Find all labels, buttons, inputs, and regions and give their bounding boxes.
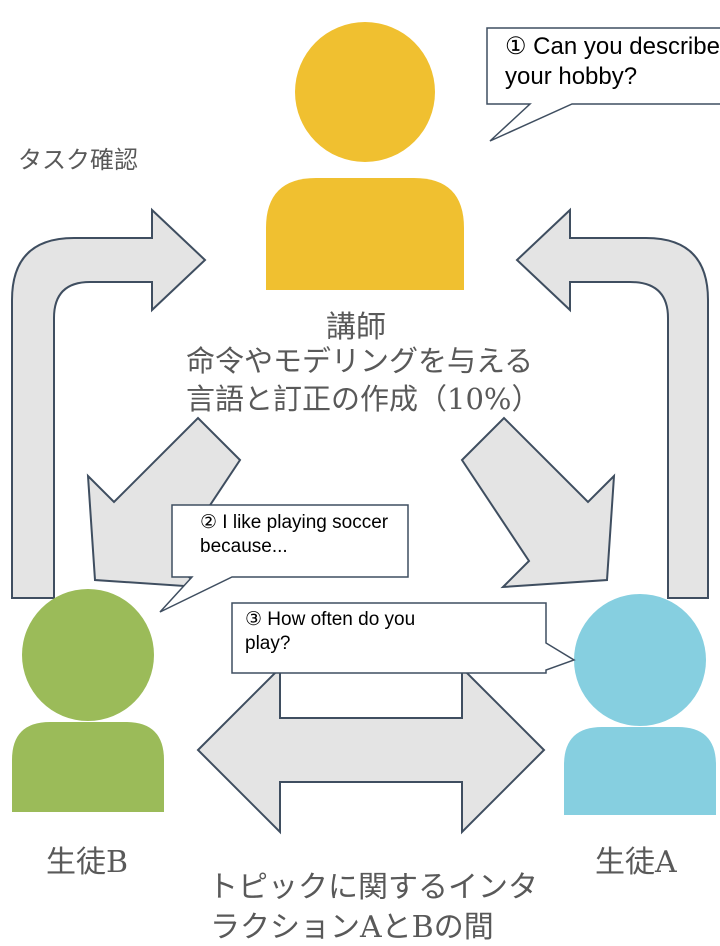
interaction-line2: ラクションAとBの間 — [210, 910, 494, 945]
interaction-double-arrow — [196, 665, 546, 835]
teacher-name-label: 講師 — [326, 310, 386, 345]
bubble-2-text: ② I like playing soccer because... — [200, 512, 389, 557]
bubble-3-text: ③ How often do you play? — [245, 609, 416, 654]
task-check-label: タスク確認 — [18, 146, 138, 174]
speech-bubble-3 — [231, 602, 576, 674]
return-arrow-right — [515, 207, 709, 599]
student-a-head — [574, 594, 706, 726]
teacher-head — [295, 22, 435, 162]
student-b-body — [12, 722, 164, 812]
student-a-person-icon — [564, 594, 716, 815]
teacher-role-line2: 言語と訂正の作成（10%） — [186, 382, 541, 416]
instruction-arrow-to-a — [460, 416, 616, 589]
interaction-line1: トピックに関するインタ — [208, 870, 538, 905]
student-b-person-icon — [12, 589, 164, 812]
return-arrow-left — [11, 207, 207, 599]
bubble-1-text: ① Can you describe your hobby? — [505, 33, 720, 90]
teacher-role-line1: 命令やモデリングを与える — [186, 344, 534, 378]
teacher-body — [266, 178, 464, 290]
student-b-head — [22, 589, 154, 721]
student-a-body — [564, 727, 716, 815]
speech-bubble-1 — [486, 27, 720, 142]
speech-bubble-2 — [159, 504, 409, 613]
teacher-person-icon — [266, 22, 464, 290]
student-b-label: 生徒B — [46, 845, 129, 880]
student-a-label: 生徒A — [595, 845, 677, 880]
